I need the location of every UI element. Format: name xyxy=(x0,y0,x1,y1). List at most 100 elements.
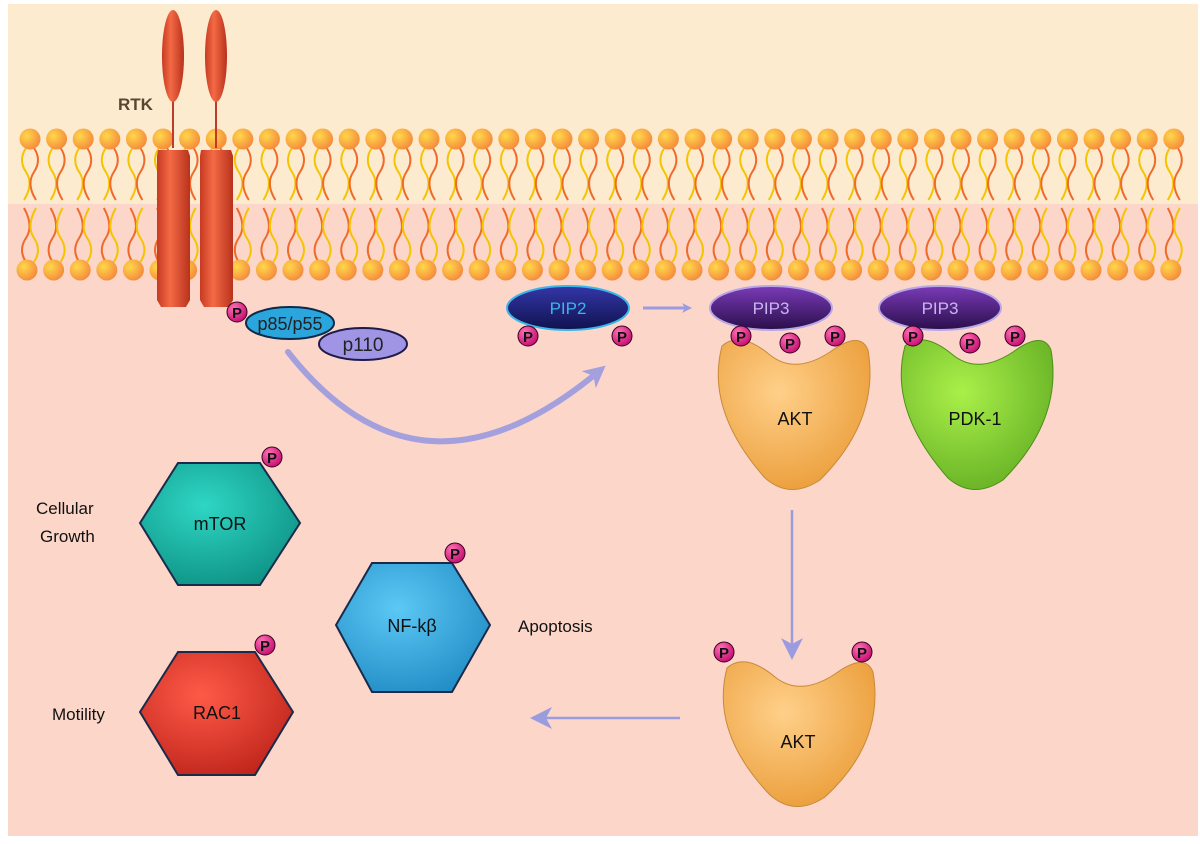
lipid-tail xyxy=(1120,207,1130,263)
lipid-tail xyxy=(819,207,829,263)
lipid-tail xyxy=(473,147,483,201)
lipid-tail xyxy=(1164,207,1175,263)
lipid-tail xyxy=(1120,147,1130,201)
pi3k-to-pip2-arrow xyxy=(285,349,606,445)
lipid-tail xyxy=(401,207,412,263)
lipid-tail xyxy=(792,147,802,201)
lipid-tail xyxy=(1146,207,1157,263)
lipid-tail xyxy=(1111,207,1122,263)
pip3-akt[interactable]: PIP3 xyxy=(709,285,833,331)
lipid-tail xyxy=(952,207,962,263)
akt-top[interactable]: AKT xyxy=(717,339,871,490)
lipid-tail xyxy=(82,207,93,263)
lipid-head xyxy=(418,128,440,150)
mtor[interactable]: mTOR xyxy=(138,462,302,586)
lipid-head xyxy=(282,259,304,281)
lipid-tail xyxy=(880,207,891,263)
lipid-head xyxy=(894,259,916,281)
lipid-tail xyxy=(260,207,270,263)
rtk-receptor[interactable]: RTK xyxy=(118,10,233,307)
lipid-head xyxy=(495,259,517,281)
lipid-head xyxy=(16,259,38,281)
lipid-tail xyxy=(109,207,119,263)
lipid-tail xyxy=(1040,207,1050,263)
lipid-tail xyxy=(588,207,598,263)
phosphate-label: P xyxy=(260,638,270,655)
lipid-head xyxy=(923,128,945,150)
lipid-tail xyxy=(375,147,385,201)
lipid-tail xyxy=(287,207,297,263)
pi3k-complex[interactable]: p110 p85/p55 xyxy=(245,306,408,361)
lipid-tail xyxy=(659,147,669,201)
rac1[interactable]: RAC1 xyxy=(138,651,295,776)
pip3-pdk1-label: PIP3 xyxy=(922,299,959,318)
lipid-tail xyxy=(287,147,297,201)
lipid-tail xyxy=(1111,147,1122,201)
lipid-head xyxy=(43,259,65,281)
lipid-head xyxy=(125,128,147,150)
lipid-tail xyxy=(561,147,571,201)
lipid-tail xyxy=(659,207,669,263)
lipid-head xyxy=(734,259,756,281)
lipid-head xyxy=(152,128,174,150)
lipid-tail xyxy=(845,147,856,201)
pip2[interactable]: PIP2 xyxy=(506,285,630,331)
lipid-tail xyxy=(135,147,146,201)
lipid-tail xyxy=(455,207,465,263)
lipid-tail xyxy=(56,147,66,201)
lipid-head xyxy=(1083,128,1105,150)
lipid-tail xyxy=(987,207,997,263)
lipid-tail xyxy=(74,207,84,263)
lipid-tail xyxy=(933,147,944,201)
lipid-tail xyxy=(774,147,784,201)
lipid-tail xyxy=(632,207,643,263)
phosphate-label: P xyxy=(830,329,840,346)
pip3-pdk1[interactable]: PIP3 xyxy=(878,285,1002,331)
lipid-head xyxy=(1027,259,1049,281)
lipid-head xyxy=(764,128,786,150)
lipid-head xyxy=(631,128,653,150)
phosphate-label: P xyxy=(857,645,867,662)
lipid-tail xyxy=(952,147,962,201)
lipid-head xyxy=(977,128,999,150)
lipid-head xyxy=(69,259,91,281)
lipid-tail xyxy=(721,147,731,201)
phosphate-badge: P xyxy=(444,542,466,564)
lipid-tail xyxy=(1005,207,1015,263)
lipid-head xyxy=(255,259,277,281)
pdk1[interactable]: PDK-1 xyxy=(900,339,1054,490)
lipid-head xyxy=(761,259,783,281)
lipid-tail xyxy=(21,207,31,263)
lipid-tail xyxy=(880,147,891,201)
lipid-tail xyxy=(526,147,536,201)
cellular-growth-label-line2: Growth xyxy=(40,527,95,546)
lipid-tail xyxy=(845,207,856,263)
lipid-tail xyxy=(260,147,270,201)
lipid-tail xyxy=(827,207,837,263)
lipid-tail xyxy=(739,147,749,201)
phosphate-label: P xyxy=(965,336,975,353)
lipid-head xyxy=(1163,128,1185,150)
lipid-tail xyxy=(819,147,829,201)
lipid-tail xyxy=(1138,147,1148,201)
pip2-label: PIP2 xyxy=(550,299,587,318)
lipid-tail xyxy=(127,207,137,263)
lipid-head xyxy=(524,128,546,150)
lipid-tail xyxy=(987,147,997,201)
lipid-head xyxy=(309,259,331,281)
lipid-head xyxy=(681,259,703,281)
lipid-tail xyxy=(667,207,678,263)
phosphate-label: P xyxy=(908,329,918,346)
lipid-head xyxy=(578,128,600,150)
phosphate-label: P xyxy=(232,305,242,322)
lipid-head xyxy=(950,128,972,150)
phosphate-label: P xyxy=(267,450,277,467)
lipid-tail xyxy=(268,147,279,201)
lipid-head xyxy=(817,128,839,150)
lipid-tail xyxy=(854,207,864,263)
lipid-head xyxy=(468,259,490,281)
lipid-tail xyxy=(553,147,563,201)
lipid-tail xyxy=(1031,147,1042,201)
akt-bottom[interactable]: AKT xyxy=(722,661,876,807)
